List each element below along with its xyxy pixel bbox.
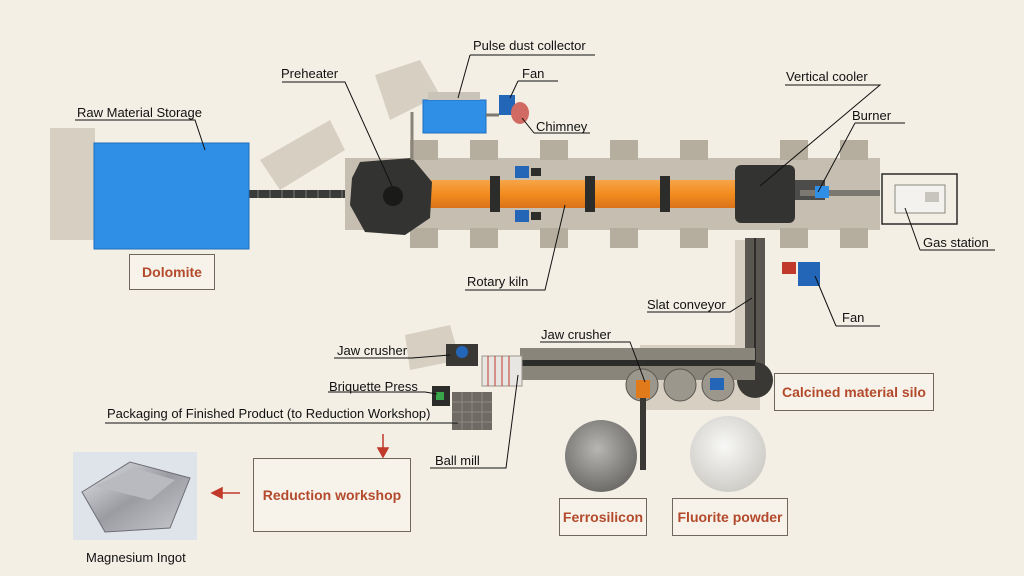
label-fan-right: Fan — [842, 310, 865, 325]
fan-right-unit — [782, 262, 796, 274]
briquette-press-accent — [436, 392, 444, 400]
gas-station-frame — [881, 173, 958, 225]
ferrosilicon-pile — [565, 420, 637, 492]
label-ball-mill: Ball mill — [435, 453, 480, 468]
label-vertical-cooler: Vertical cooler — [786, 69, 868, 84]
vertical-cooler-body — [735, 165, 795, 223]
label-packaging: Packaging of Finished Product (to Reduct… — [107, 406, 431, 421]
label-briquette-press: Briquette Press — [329, 379, 418, 394]
ball-mill-stripes — [487, 356, 510, 386]
box-dolomite: Dolomite — [129, 254, 215, 290]
label-slat-conveyor: Slat conveyor — [647, 297, 726, 312]
label-jaw-crusher-mid: Jaw crusher — [541, 327, 612, 342]
feed-conveyor — [248, 190, 368, 198]
fan-top-unit — [499, 95, 515, 115]
label-preheater: Preheater — [281, 66, 339, 81]
label-raw-material-storage: Raw Material Storage — [77, 105, 202, 120]
kiln-piers — [410, 140, 868, 248]
dust-collector-hopper — [428, 92, 480, 100]
fluorite-powder-pile — [690, 416, 766, 492]
raw-material-storage-bin — [93, 142, 250, 250]
label-rotary-kiln: Rotary kiln — [467, 274, 529, 289]
kiln-tyres — [490, 176, 670, 212]
box-fluorite-powder: Fluorite powder — [672, 498, 788, 536]
red-arrows — [210, 434, 390, 500]
label-burner: Burner — [852, 108, 892, 123]
label-chimney: Chimney — [536, 119, 588, 134]
gas-station-valve — [925, 192, 939, 202]
label-pulse-dust-collector: Pulse dust collector — [473, 38, 586, 53]
box-calcined-silo: Calcined material silo — [774, 373, 934, 411]
label-jaw-crusher-left: Jaw crusher — [337, 343, 408, 358]
label-gas-station: Gas station — [923, 235, 989, 250]
vertical-feeder — [640, 398, 646, 470]
box-ferrosilicon: Ferrosilicon — [559, 498, 647, 536]
label-fan-top: Fan — [522, 66, 545, 81]
burner-head — [815, 186, 829, 198]
preheater-core — [383, 186, 403, 206]
chimney-stack — [511, 102, 529, 124]
mill-drive-blue — [710, 378, 724, 390]
dust-collector-box — [422, 99, 487, 134]
jaw-crusher-left-drive — [456, 346, 468, 358]
box-reduction-workshop: Reduction workshop — [253, 458, 411, 532]
burner-pipe — [800, 190, 880, 196]
leader-lines — [75, 54, 995, 469]
fan-right-motor — [798, 262, 820, 286]
jaw-crusher-mid-unit — [636, 380, 650, 398]
label-magnesium-ingot: Magnesium Ingot — [86, 550, 186, 565]
kiln-drives — [515, 166, 541, 222]
ingot-top — [95, 468, 175, 500]
pallet-grid — [452, 392, 492, 430]
